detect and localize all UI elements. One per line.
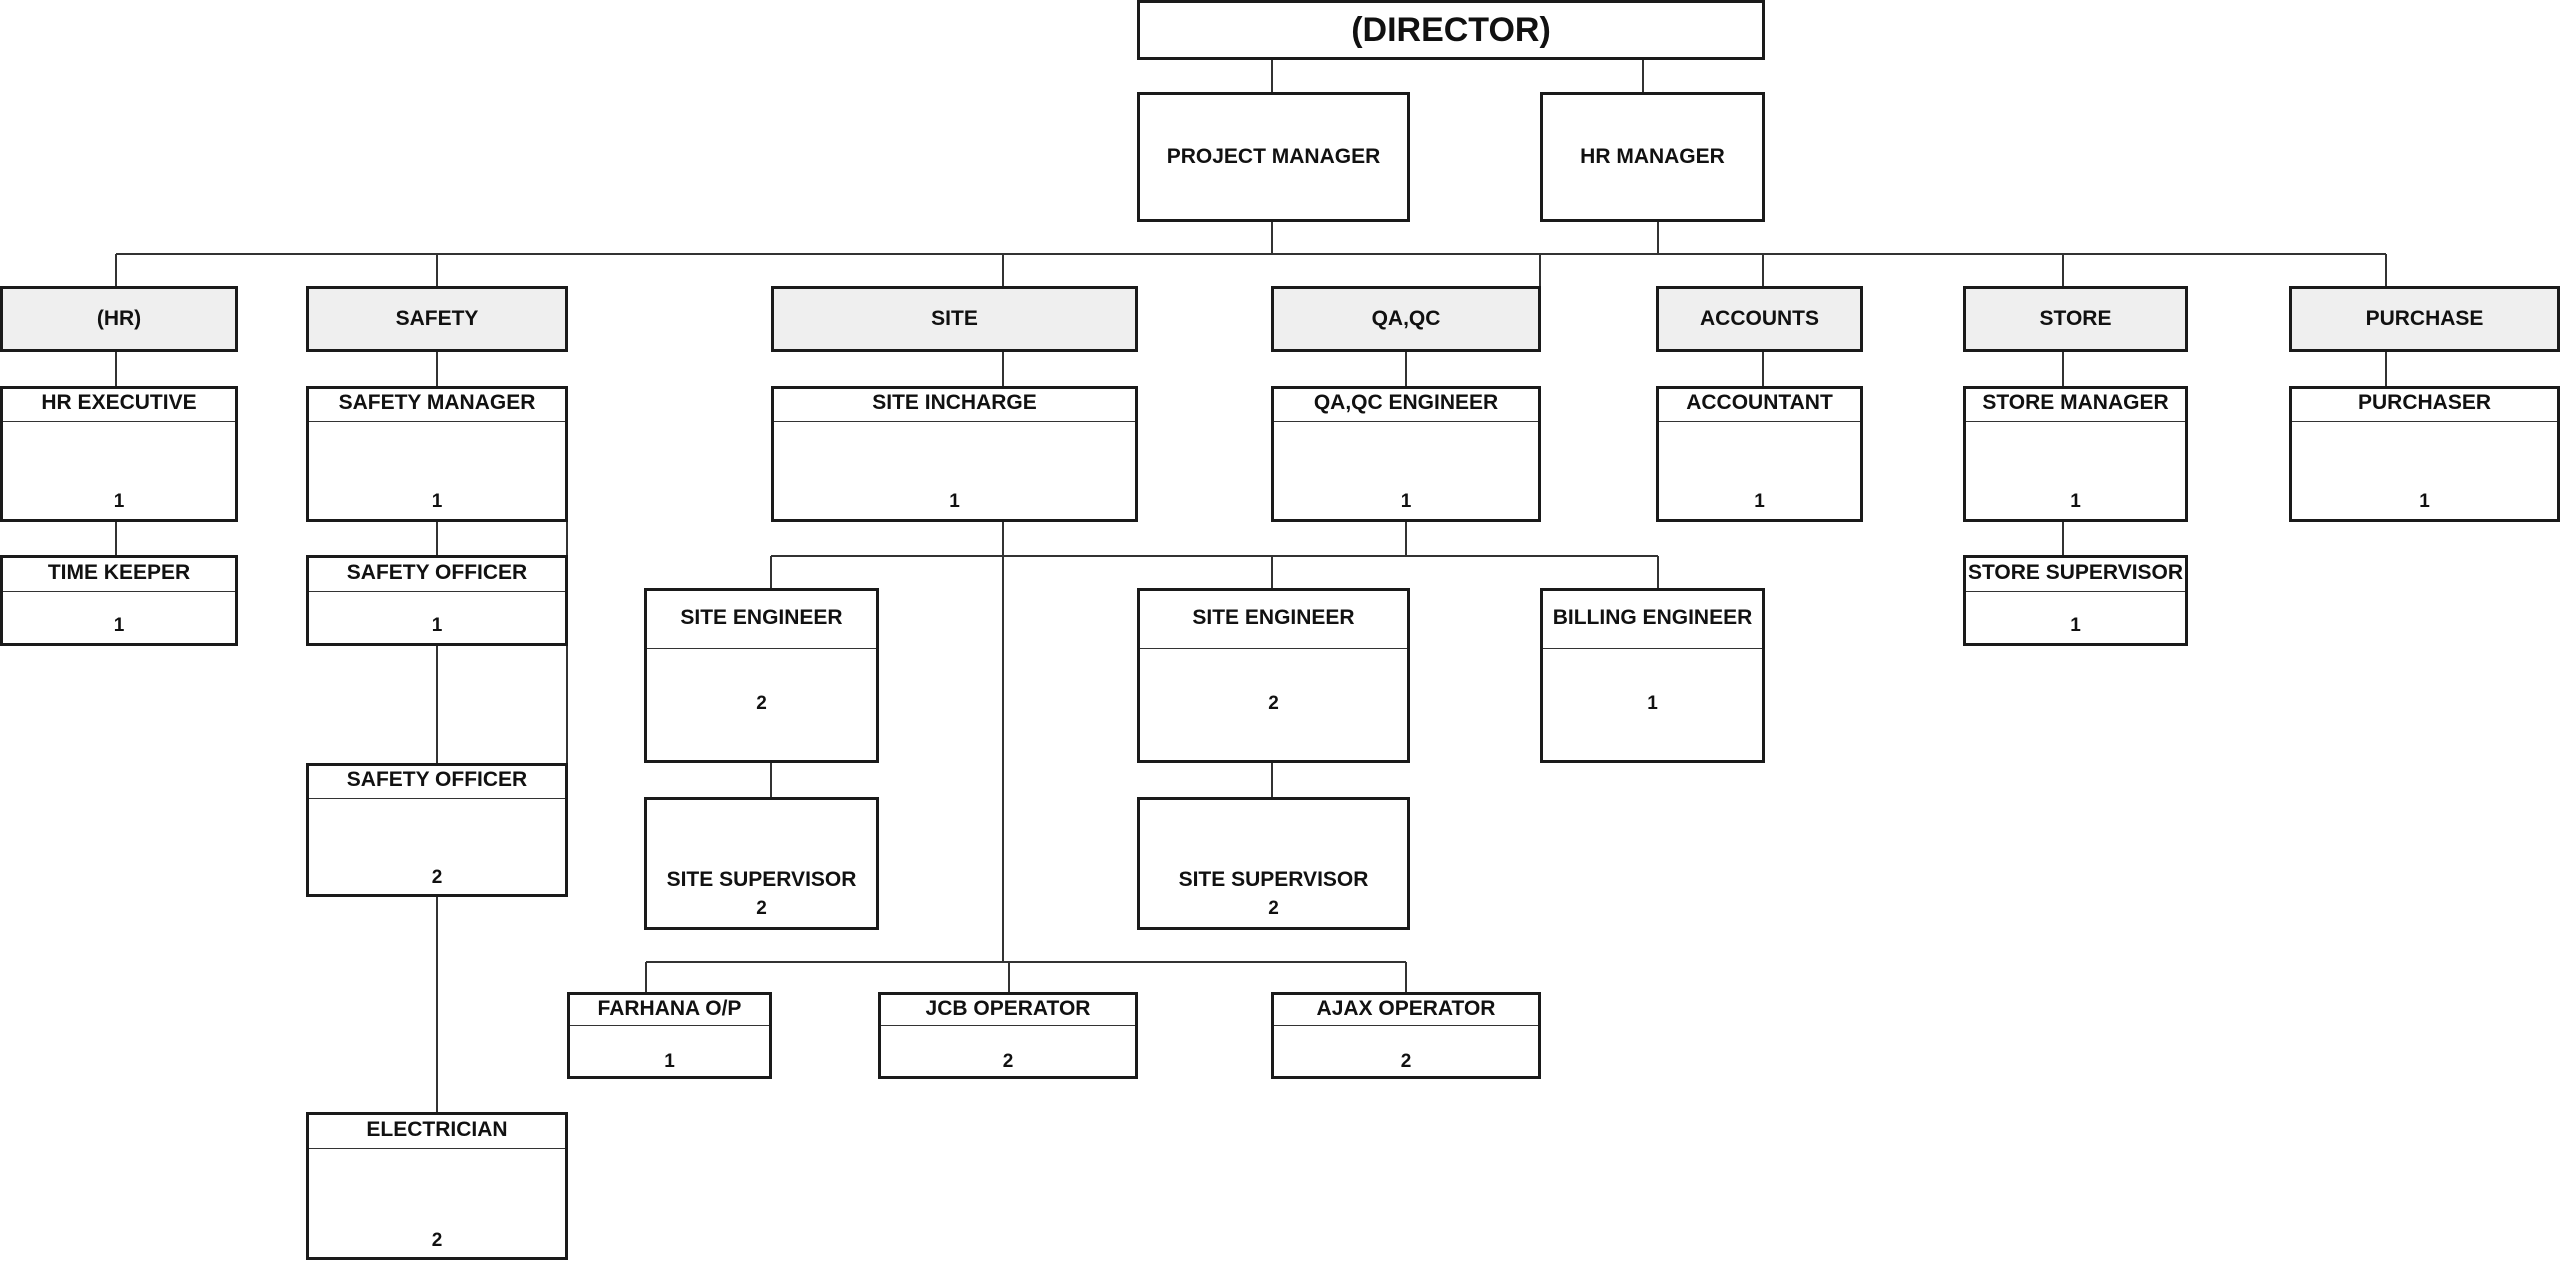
position-count: 1	[2419, 491, 2430, 512]
dept-accounts-label: ACCOUNTS	[1700, 307, 1819, 330]
position-box-hr-executive: HR EXECUTIVE 1	[0, 386, 238, 522]
position-count: 2	[1268, 693, 1279, 714]
position-title: SITE SUPERVISOR	[666, 868, 857, 891]
position-title: JCB OPERATOR	[881, 995, 1135, 1026]
position-box-safety-manager: SAFETY MANAGER 1	[306, 386, 568, 522]
dept-hr-label: (HR)	[96, 307, 142, 330]
position-count: 2	[1002, 1051, 1014, 1072]
position-count: 2	[756, 898, 767, 919]
position-box-qaqc-engineer: QA,QC ENGINEER 1	[1271, 386, 1541, 522]
dept-safety-label: SAFETY	[395, 307, 479, 330]
position-box-site-supervisor-2: SITE SUPERVISOR 2	[1137, 797, 1410, 930]
position-title: STORE MANAGER	[1966, 389, 2185, 422]
position-title: TIME KEEPER	[3, 558, 235, 592]
position-count: 1	[113, 491, 125, 512]
dept-qaqc: QA,QC	[1271, 286, 1541, 352]
hr-manager-title: HR MANAGER	[1580, 145, 1725, 168]
position-title: SITE SUPERVISOR	[1178, 868, 1369, 891]
position-box-ajax-operator: AJAX OPERATOR 2	[1271, 992, 1541, 1079]
position-box-site-engineer-1: SITE ENGINEER 2	[644, 588, 879, 763]
position-box-purchaser: PURCHASER 1	[2289, 386, 2560, 522]
position-box-store-supervisor: STORE SUPERVISOR 1	[1963, 555, 2188, 646]
position-count: 2	[756, 693, 767, 714]
position-box-electrician: ELECTRICIAN 2	[306, 1112, 568, 1260]
project-manager-title: PROJECT MANAGER	[1166, 145, 1381, 168]
project-manager-box: PROJECT MANAGER	[1137, 92, 1410, 222]
position-count: 2	[431, 867, 443, 888]
position-title: ELECTRICIAN	[309, 1115, 565, 1149]
dept-accounts: ACCOUNTS	[1656, 286, 1863, 352]
dept-site: SITE	[771, 286, 1138, 352]
director-box: (DIRECTOR)	[1137, 0, 1765, 60]
position-box-accountant: ACCOUNTANT 1	[1656, 386, 1863, 522]
position-count: 1	[431, 491, 443, 512]
position-count: 2	[431, 1230, 443, 1251]
position-title: FARHANA O/P	[570, 995, 769, 1026]
hr-manager-box: HR MANAGER	[1540, 92, 1765, 222]
position-title: QA,QC ENGINEER	[1274, 389, 1538, 422]
position-title: STORE SUPERVISOR	[1966, 558, 2185, 592]
position-title: HR EXECUTIVE	[3, 389, 235, 422]
position-title: BILLING ENGINEER	[1543, 591, 1762, 649]
position-count: 1	[664, 1051, 675, 1072]
position-count: 1	[1754, 491, 1765, 512]
position-count: 2	[1400, 1051, 1412, 1072]
position-title: SAFETY MANAGER	[309, 389, 565, 422]
dept-purchase-label: PURCHASE	[2365, 307, 2484, 330]
position-box-safety-officer-1: SAFETY OFFICER 1	[306, 555, 568, 646]
position-box-store-manager: STORE MANAGER 1	[1963, 386, 2188, 522]
dept-safety: SAFETY	[306, 286, 568, 352]
position-count: 1	[1400, 491, 1412, 512]
position-count: 1	[431, 615, 443, 636]
dept-store: STORE	[1963, 286, 2188, 352]
position-title: SITE ENGINEER	[1140, 591, 1407, 649]
position-box-site-engineer-2: SITE ENGINEER 2	[1137, 588, 1410, 763]
position-box-farhana-op: FARHANA O/P 1	[567, 992, 772, 1079]
dept-site-label: SITE	[931, 307, 978, 330]
dept-store-label: STORE	[2039, 307, 2112, 330]
position-title: SAFETY OFFICER	[309, 766, 565, 799]
position-box-safety-officer-2: SAFETY OFFICER 2	[306, 763, 568, 897]
position-count: 1	[2070, 491, 2081, 512]
position-title: ACCOUNTANT	[1659, 389, 1860, 422]
position-count: 1	[2070, 615, 2081, 636]
position-count: 2	[1268, 898, 1279, 919]
position-box-time-keeper: TIME KEEPER 1	[0, 555, 238, 646]
position-box-jcb-operator: JCB OPERATOR 2	[878, 992, 1138, 1079]
position-count: 1	[1647, 693, 1658, 714]
position-title: SITE ENGINEER	[647, 591, 876, 649]
director-title: (DIRECTOR)	[1351, 10, 1551, 49]
position-title: SAFETY OFFICER	[309, 558, 565, 592]
position-count: 1	[113, 615, 125, 636]
dept-purchase: PURCHASE	[2289, 286, 2560, 352]
position-box-billing-engineer: BILLING ENGINEER 1	[1540, 588, 1765, 763]
dept-qaqc-label: QA,QC	[1371, 307, 1441, 330]
position-title: PURCHASER	[2292, 389, 2557, 422]
position-box-site-supervisor-1: SITE SUPERVISOR 2	[644, 797, 879, 930]
position-box-site-incharge: SITE INCHARGE 1	[771, 386, 1138, 522]
position-count: 1	[949, 491, 960, 512]
dept-hr: (HR)	[0, 286, 238, 352]
position-title: SITE INCHARGE	[774, 389, 1135, 422]
position-title: AJAX OPERATOR	[1274, 995, 1538, 1026]
